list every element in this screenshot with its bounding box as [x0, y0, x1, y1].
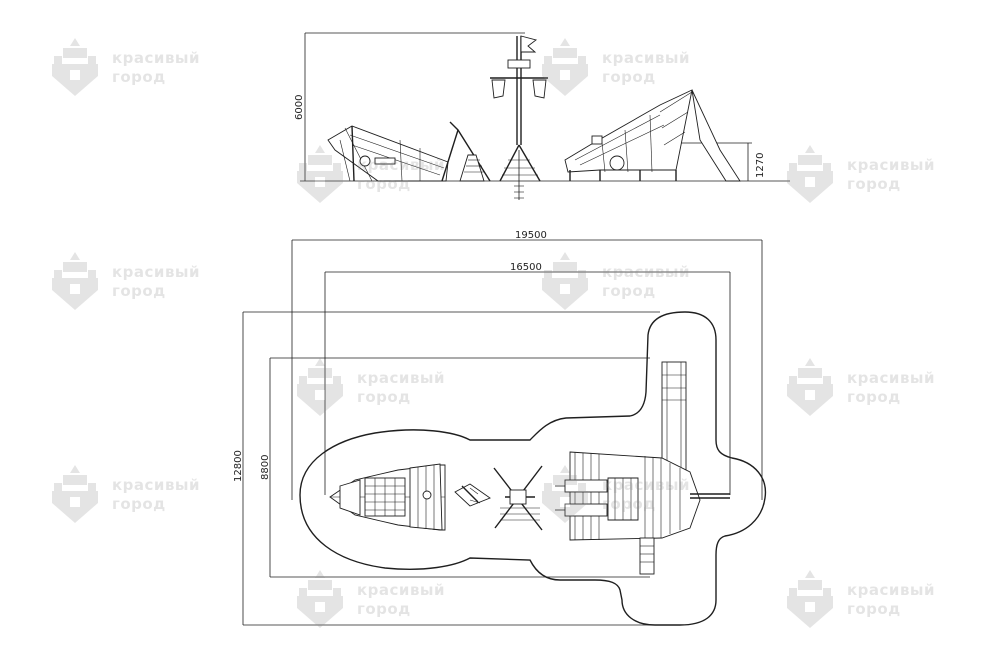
side-elevation: 6000 1270	[294, 32, 790, 200]
right-ship-plan	[555, 361, 730, 575]
small-frame-plan	[454, 483, 491, 507]
right-ship-elevation	[564, 89, 741, 182]
left-ship-elevation	[327, 125, 449, 182]
small-frame-elevation	[441, 121, 491, 182]
safety-zone-outline	[299, 311, 767, 626]
mast-elevation	[490, 35, 548, 200]
height-total-label: 6000	[294, 95, 305, 120]
width-total-label: 19500	[515, 230, 547, 241]
depth-inner-label: 8800	[260, 455, 271, 480]
mast-plan	[493, 465, 543, 531]
ramp	[639, 537, 655, 575]
left-ship-plan	[329, 463, 446, 531]
depth-total-label: 12800	[233, 450, 244, 482]
slide	[661, 361, 687, 473]
height-platform-label: 1270	[755, 153, 766, 178]
plan-view: 19500 16500 12800 8800	[233, 230, 767, 626]
width-inner-label: 16500	[510, 262, 542, 273]
